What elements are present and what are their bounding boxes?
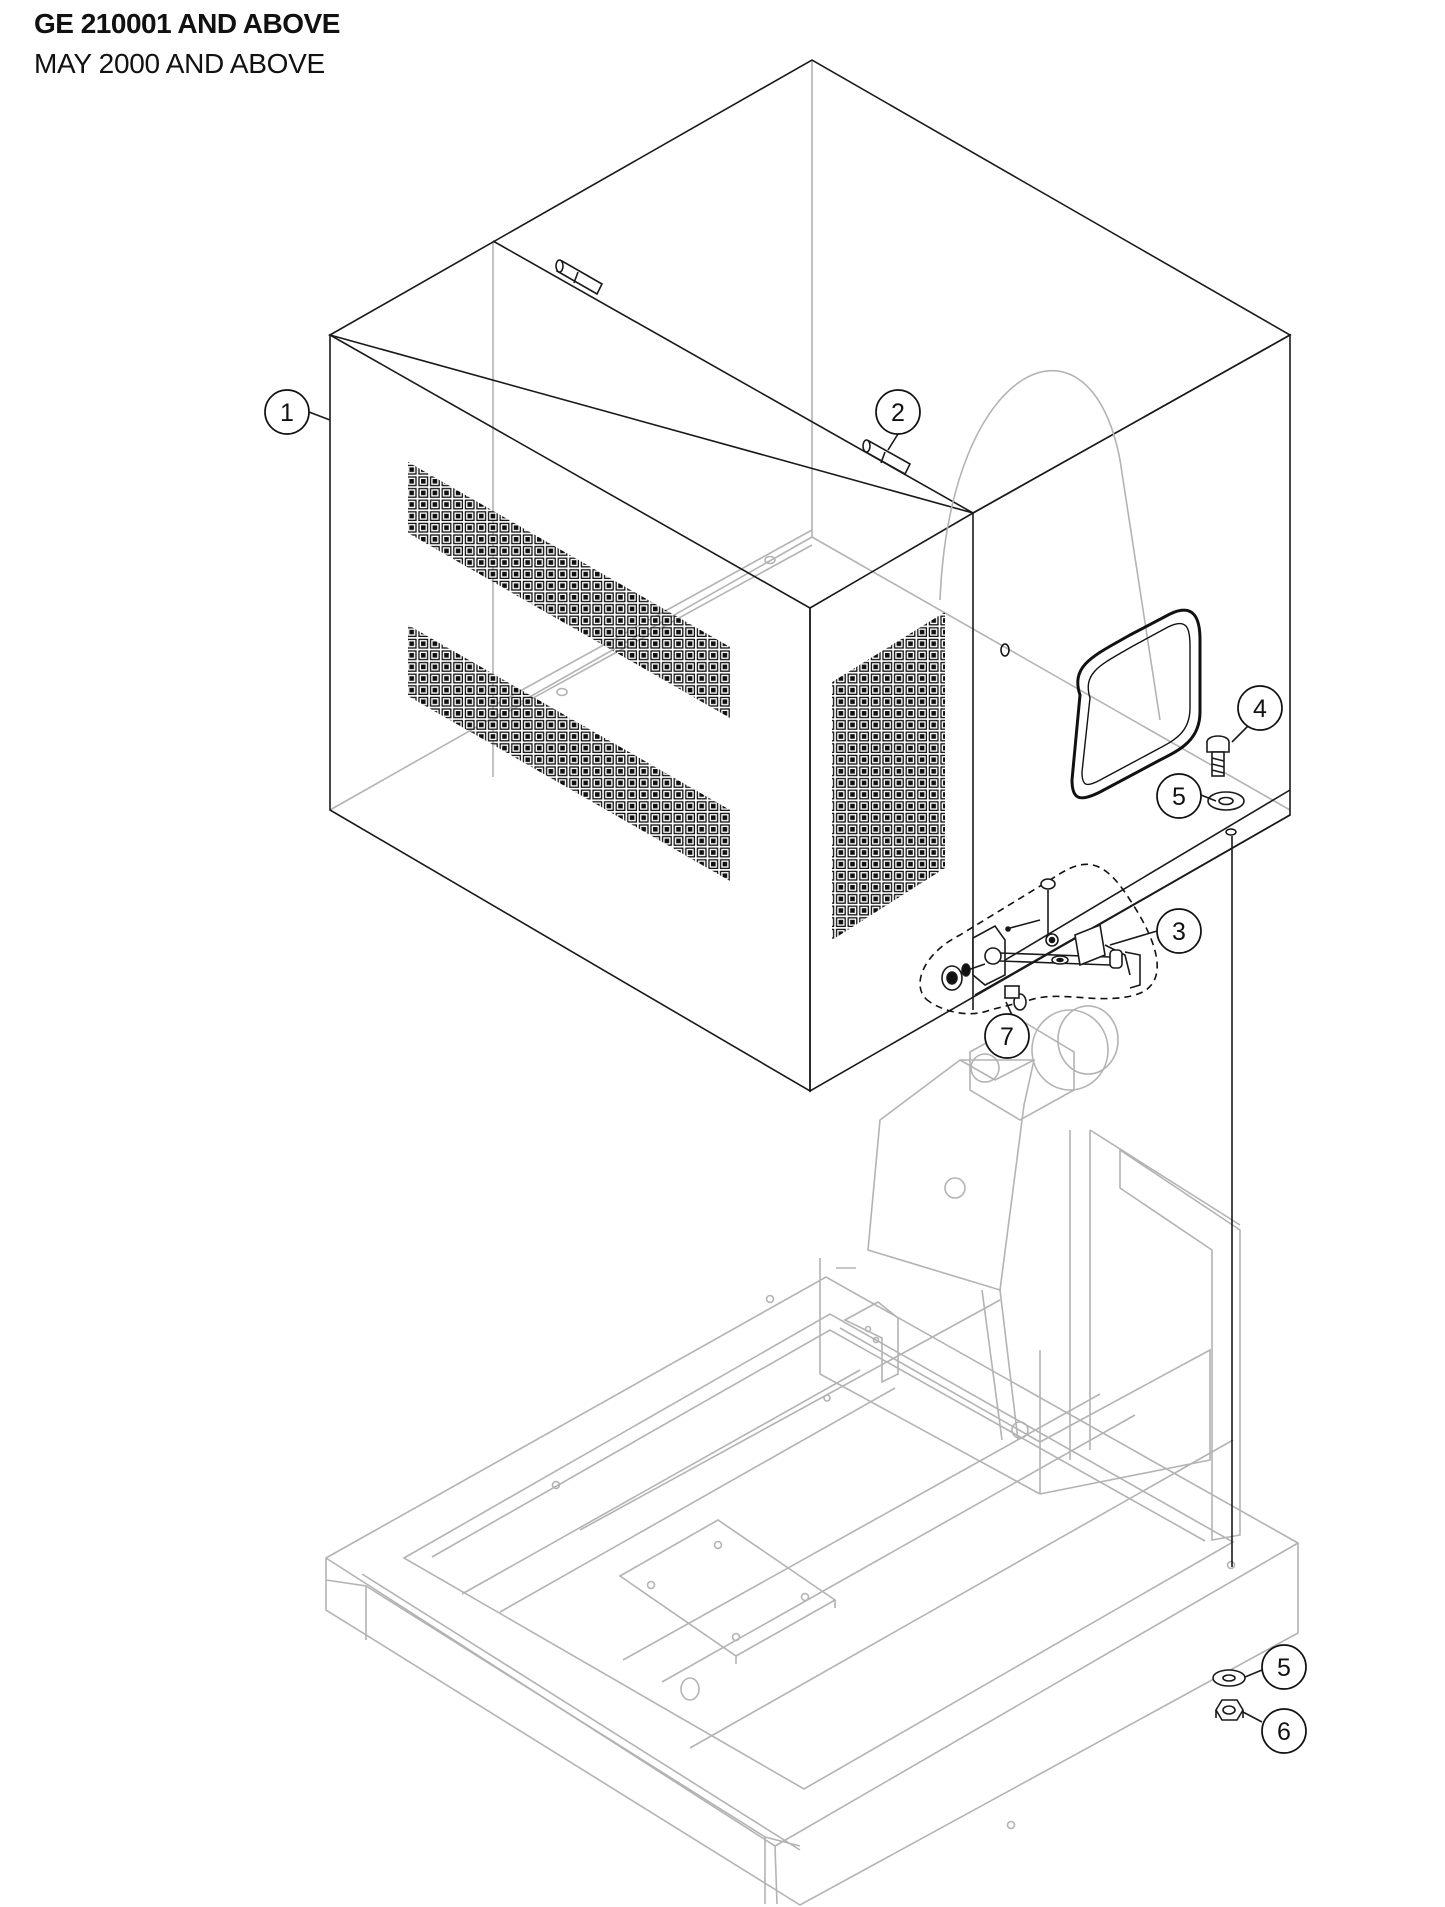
callout-5-lower: 5 [1261,1644,1307,1690]
callout-2-label: 2 [891,399,905,427]
drawing-date-range: MAY 2000 AND ABOVE [34,48,325,79]
hinge-pin [555,259,912,476]
callout-7: 7 [984,1013,1030,1059]
base-frame [325,1005,1299,1906]
callout-1: 1 [264,389,310,435]
callout-leaders [308,411,1263,1723]
callout-3: 3 [1156,908,1202,954]
callout-6: 6 [1261,1708,1307,1754]
flat-washer-upper [1207,791,1245,811]
callout-6-label: 6 [1277,1718,1291,1746]
callout-5-lower-label: 5 [1277,1654,1291,1682]
enclosure-cover [327,59,1292,1093]
callout-5-upper: 5 [1156,773,1202,819]
callout-7-label: 7 [1000,1023,1014,1051]
latch-assembly [919,863,1158,1015]
callout-4: 4 [1237,685,1283,731]
callout-3-label: 3 [1172,918,1186,946]
hex-lock-nut [1215,1699,1244,1721]
callout-2: 2 [875,389,921,435]
callout-4-label: 4 [1253,695,1267,723]
callout-1-label: 1 [280,399,294,427]
cap-screw [1206,735,1230,777]
callout-5-upper-label: 5 [1172,783,1186,811]
flat-washer-lower [1212,1669,1246,1687]
drawing-serial-range: GE 210001 AND ABOVE [34,8,340,39]
